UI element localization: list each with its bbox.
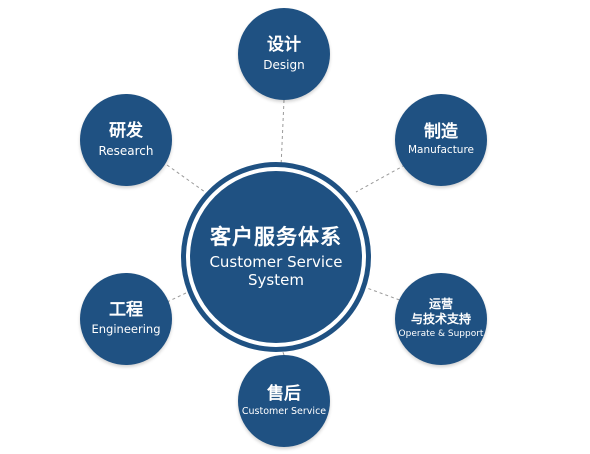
center-title-en-line2: System	[248, 271, 304, 290]
node-engineering-zh: 工程	[109, 300, 143, 321]
node-manufacture: 制造 Manufacture	[395, 94, 487, 186]
connector-engineering	[166, 283, 206, 303]
node-design-zh: 设计	[267, 35, 301, 56]
node-engineering: 工程 Engineering	[80, 273, 172, 365]
node-service-zh: 售后	[267, 383, 301, 404]
node-research-en: Research	[98, 143, 154, 158]
node-manufacture-en: Manufacture	[407, 144, 475, 157]
node-operate-zh-line2: 与技术支持	[410, 311, 471, 326]
node-customer-service: 售后 Customer Service	[238, 355, 330, 447]
center-title-zh: 客户服务体系	[210, 224, 342, 249]
node-research: 研发 Research	[80, 94, 172, 186]
node-operate-en: Operate & Support	[398, 329, 484, 340]
center-title-en-line1: Customer Service	[209, 253, 343, 272]
connector-manufacture	[355, 164, 406, 193]
node-service-en: Customer Service	[241, 406, 327, 418]
connector-design	[280, 99, 285, 168]
node-operate-zh-line1: 运营	[428, 296, 453, 311]
node-engineering-en: Engineering	[91, 321, 161, 336]
connector-research	[166, 164, 206, 193]
node-operate: 运营 与技术支持 Operate & Support	[395, 273, 487, 365]
node-design-en: Design	[263, 57, 305, 72]
node-research-zh: 研发	[109, 121, 143, 142]
node-manufacture-zh: 制造	[424, 121, 458, 142]
node-design: 设计 Design	[238, 8, 330, 100]
center-node: 客户服务体系 Customer Service System	[181, 162, 371, 352]
